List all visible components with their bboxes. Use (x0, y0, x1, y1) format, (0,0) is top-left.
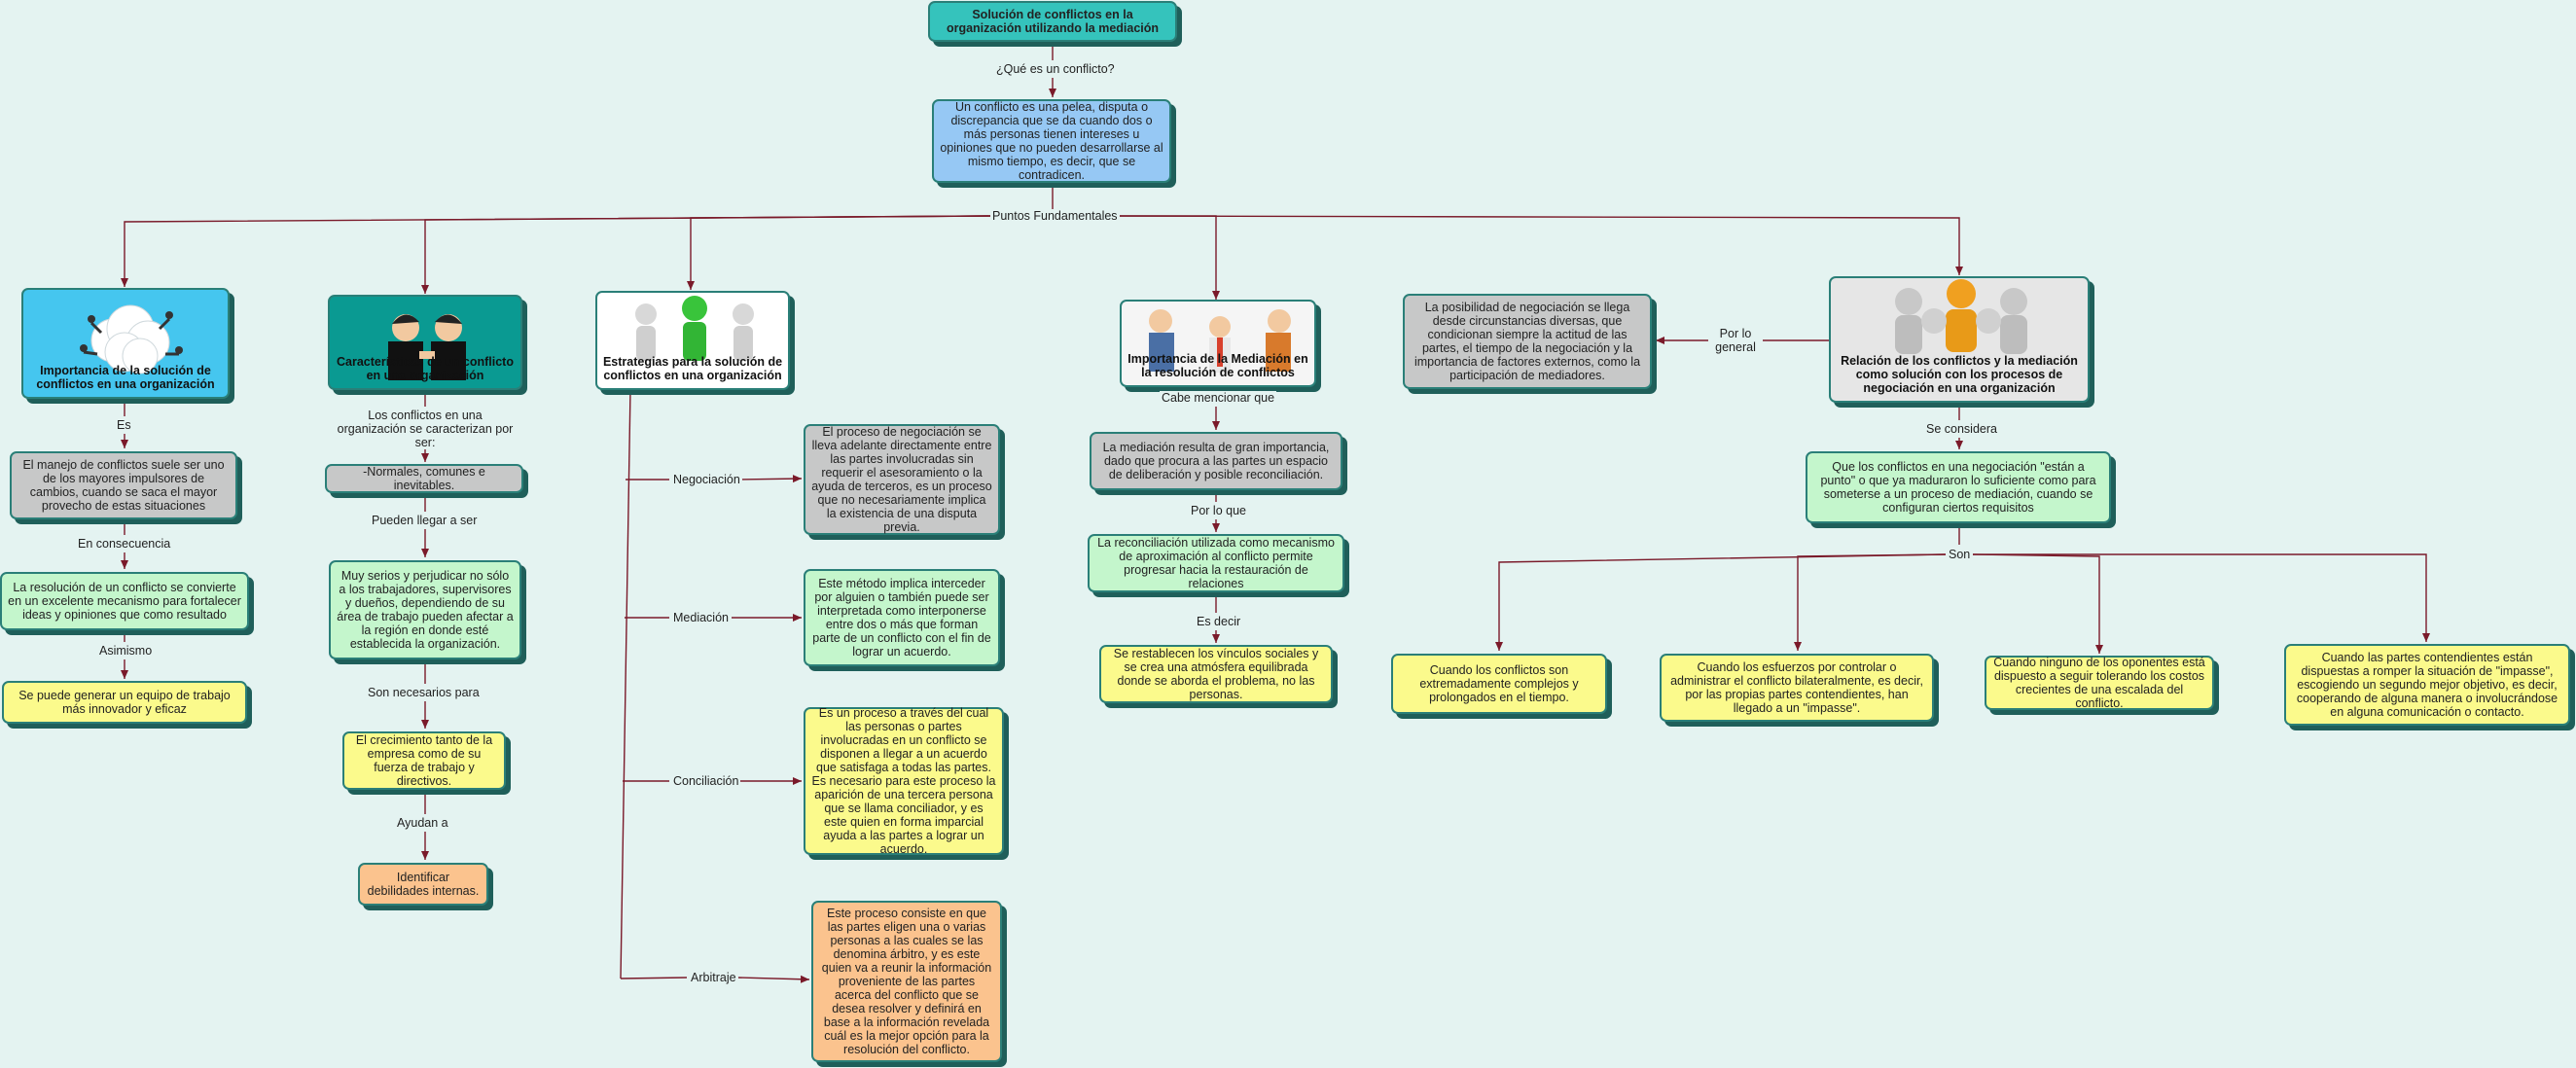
topic-title: Importancia de la Mediación en la resolu… (1127, 352, 1308, 379)
topic-title: Importancia de la solución de conflictos… (36, 364, 215, 391)
label-negociacion: Negociación (671, 473, 742, 486)
label-ayudan-a: Ayudan a (395, 816, 450, 830)
topic-importancia-solucion[interactable]: Importancia de la solución de conflictos… (21, 288, 230, 399)
b1-node-3[interactable]: Se puede generar un equipo de trabajo má… (2, 681, 247, 724)
mediation-people-icon (1149, 309, 1291, 373)
b4-node-1[interactable]: La mediación resulta de gran importancia… (1090, 432, 1342, 490)
topic-title: Relación de los conflictos y la mediació… (1841, 354, 2078, 395)
topic-relacion-conflictos[interactable]: Relación de los conflictos y la mediació… (1829, 276, 2090, 403)
b1-node-1[interactable]: El manejo de conflictos suele ser uno de… (10, 451, 237, 519)
label-pueden-llegar: Pueden llegar a ser (370, 514, 480, 527)
label-en-consecuencia: En consecuencia (76, 537, 173, 551)
label-por-lo-general: Por lo general (1708, 327, 1763, 354)
label-caracterizan: Los conflictos en una organización se ca… (331, 409, 519, 449)
b5-cond-1[interactable]: Cuando los conflictos son extremadamente… (1391, 654, 1607, 714)
b5-side-node[interactable]: La posibilidad de negociación se llega d… (1403, 294, 1652, 389)
topic-caracteristicas[interactable]: Características de un conflicto en una o… (328, 295, 522, 390)
label-conciliacion: Conciliación (671, 774, 741, 788)
label-son-necesarios: Son necesarios para (366, 686, 482, 699)
b4-node-3[interactable]: Se restablecen los vínculos sociales y s… (1099, 645, 1333, 703)
topic-title: Estrategias para la solución de conflict… (602, 355, 783, 382)
label-son: Son (1947, 548, 1973, 561)
label-mediacion: Mediación (671, 611, 731, 624)
b3-node-conciliacion[interactable]: Es un proceso a través del cual las pers… (804, 706, 1004, 856)
b3-node-arbitraje[interactable]: Este proceso consiste en que las partes … (811, 901, 1002, 1062)
b2-node-3[interactable]: El crecimiento tanto de la empresa como … (342, 731, 506, 790)
conflict-cloud-icon (80, 304, 183, 374)
b1-node-2[interactable]: La resolución de un conflicto se convier… (0, 572, 249, 630)
label-cabe-mencionar: Cabe mencionar que (1160, 391, 1277, 405)
b4-node-2[interactable]: La reconciliación utilizada como mecanis… (1088, 534, 1344, 592)
b2-node-4[interactable]: Identificar debilidades internas. (358, 863, 488, 906)
definition-node[interactable]: Un conflicto es una pelea, disputa o dis… (932, 99, 1171, 183)
b5-cond-4[interactable]: Cuando las partes contendientes están di… (2284, 644, 2570, 726)
topic-title: Características de un conflicto en una o… (336, 355, 514, 382)
team-circle-icon (1895, 279, 2027, 354)
label-puntos-fundamentales: Puntos Fundamentales (990, 209, 1120, 223)
topic-importancia-mediacion[interactable]: Importancia de la Mediación en la resolu… (1120, 300, 1316, 387)
label-arbitraje: Arbitraje (689, 971, 738, 984)
label-es: Es (115, 418, 133, 432)
handshake-people-icon (388, 314, 466, 380)
label-asimismo: Asimismo (97, 644, 155, 658)
b2-node-2[interactable]: Muy serios y perjudicar no sólo a los tr… (329, 560, 521, 659)
root-topic[interactable]: Solución de conflictos en la organizació… (928, 1, 1177, 42)
team-puzzle-icon (635, 296, 754, 361)
label-es-decir: Es decir (1195, 615, 1243, 628)
topic-estrategias[interactable]: Estrategias para la solución de conflict… (595, 291, 790, 390)
label-se-considera: Se considera (1924, 422, 1999, 436)
label-por-lo-que: Por lo que (1189, 504, 1248, 517)
b5-node-1[interactable]: Que los conflictos en una negociación "e… (1806, 451, 2111, 523)
b3-node-mediacion[interactable]: Este método implica interceder por algui… (804, 569, 1000, 666)
b3-node-negociacion[interactable]: El proceso de negociación se lleva adela… (804, 424, 1000, 535)
b5-cond-3[interactable]: Cuando ninguno de los oponentes está dis… (1985, 656, 2214, 710)
label-que-es: ¿Qué es un conflicto? (994, 62, 1117, 76)
b2-node-1[interactable]: -Normales, comunes e inevitables. (325, 464, 523, 493)
b5-cond-2[interactable]: Cuando los esfuerzos por controlar o adm… (1660, 654, 1934, 722)
